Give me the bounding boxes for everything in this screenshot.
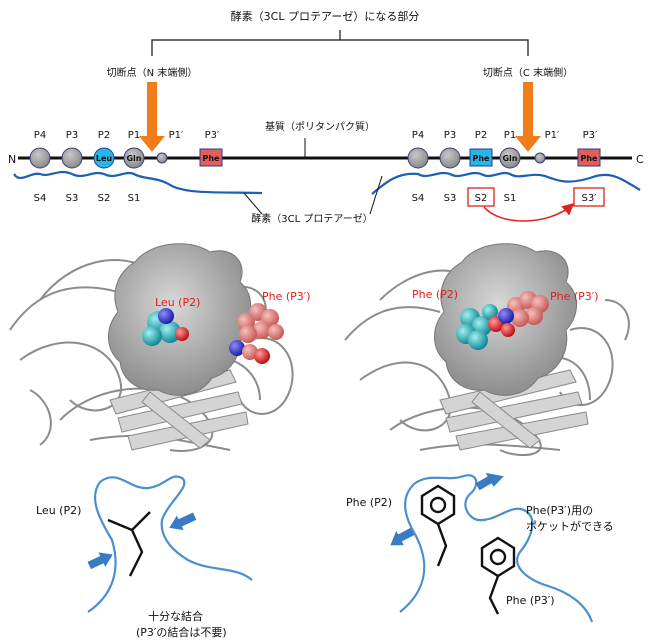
residue-phe-label: Phe	[203, 154, 221, 163]
cut-arrow-n-icon	[139, 82, 165, 152]
top-schematic: 酵素（3CL プロテアーゼ）になる部分 切断点（N 末端側） 切断点（C 末端側…	[8, 9, 644, 225]
sch-left-leu-label: Leu (P2)	[36, 504, 81, 517]
residue-leu-label: Leu	[96, 154, 113, 163]
mol-left-p2-label: Leu (P2)	[155, 296, 200, 309]
s2-label: S2	[98, 193, 111, 204]
sch-right-note-1: Phe(P3′)用の	[526, 504, 593, 517]
residue-p4-r	[407, 147, 429, 169]
residue-gln-label: Gln	[126, 154, 141, 163]
sch-right-phe2-label: Phe (P2)	[346, 496, 392, 509]
residue-p2-phe-r	[469, 148, 493, 167]
residue-p1prime	[156, 152, 168, 164]
left-residues: Leu Gln Phe	[29, 147, 223, 169]
sch-left-caption-2: (P3′の結合は不要)	[136, 625, 227, 639]
enzyme-pointer-left	[243, 192, 263, 215]
ribbon-left	[9, 259, 294, 452]
s1-label: S1	[128, 193, 141, 204]
phe-p3-spheres-right	[498, 291, 549, 337]
p1prime-label-r: P1′	[545, 130, 560, 141]
p1-label: P1	[128, 130, 140, 141]
cut-c-label: 切断点（C 末端側）	[483, 66, 573, 79]
n-terminus-label: N	[8, 153, 16, 166]
left-enzyme-chain	[13, 170, 263, 195]
residue-p3prime-phe-r	[577, 148, 601, 167]
residue-p2-leu	[93, 147, 115, 169]
left-s-labels: S4 S3 S2 S1	[34, 193, 141, 204]
left-p-labels: P4 P3 P2 P1 P1′ P3′	[34, 130, 220, 141]
p2-label-r: P2	[475, 130, 487, 141]
right-s-labels: S4 S3 S2 S1 S3′	[412, 187, 605, 207]
p4-label-r: P4	[412, 130, 424, 141]
pocket-line-right	[399, 474, 594, 623]
substrate-label: 基質（ポリタンパク質）	[265, 120, 375, 133]
residue-phe-label-p3-r: Phe	[581, 154, 599, 163]
s2-box-r	[467, 187, 495, 207]
cut-n-label: 切断点（N 末端側）	[107, 66, 198, 79]
enzyme-bracket	[151, 30, 529, 56]
residue-p4	[29, 147, 51, 169]
s4-label-r: S4	[412, 193, 425, 204]
residue-p1prime-r	[534, 152, 546, 164]
block-arrow-left-icon	[87, 552, 113, 570]
block-arrow-downleft-icon	[390, 527, 415, 546]
residue-gln-label-r: Gln	[502, 154, 517, 163]
p4-label: P4	[34, 130, 46, 141]
mol-right-p2-label: Phe (P2)	[412, 288, 458, 301]
s3prime-label-r: S3′	[582, 193, 598, 204]
enzyme-label: 酵素（3CL プロテアーゼ）	[251, 212, 373, 225]
sch-right-note-2: ポケットができる	[526, 519, 614, 533]
s2-to-s3prime-arrow	[483, 203, 575, 222]
p3prime-label-r: P3′	[583, 130, 598, 141]
phe-p3-benzene	[480, 536, 516, 615]
residue-p1-gln	[123, 147, 145, 169]
p3-label: P3	[66, 130, 78, 141]
phe-p2-spheres-right	[456, 304, 504, 350]
schematic-left: Leu (P2) 十分な結合 (P3′の結合は不要)	[36, 475, 253, 639]
s2-label-r: S2	[475, 193, 488, 204]
sch-left-caption-1: 十分な結合	[148, 609, 203, 623]
residue-p3prime-phe	[199, 148, 223, 167]
structure-left: Leu (P2) Phe (P3′)	[9, 243, 311, 452]
pocket-line-left	[87, 475, 253, 613]
s3-label-r: S3	[444, 193, 457, 204]
top-title: 酵素（3CL プロテアーゼ）になる部分	[231, 9, 420, 23]
phe-spheres-left	[229, 303, 284, 364]
s1-label-r: S1	[504, 193, 517, 204]
p2-label: P2	[98, 130, 110, 141]
s3prime-box-r	[573, 187, 605, 207]
c-terminus-label: C	[636, 153, 644, 166]
cut-arrow-c-icon	[515, 82, 541, 152]
p3prime-label: P3′	[205, 130, 220, 141]
structure-right: Phe (P2) Phe (P3′)	[344, 243, 630, 456]
block-arrow-upright-icon	[475, 472, 504, 491]
block-arrow-right-icon	[169, 512, 197, 531]
residue-p1-gln-r	[499, 147, 521, 169]
sch-right-phe3-label: Phe (P3′)	[506, 594, 555, 607]
leu-skeleton	[107, 511, 151, 577]
s4-label: S4	[34, 193, 47, 204]
residue-p3	[61, 147, 83, 169]
right-residues: Phe Gln Phe	[407, 147, 601, 169]
schematic-right: Phe (P2) Phe (P3′) Phe(P3′)用の ポケットができる	[346, 472, 614, 623]
p1prime-label: P1′	[169, 130, 184, 141]
s3-label: S3	[66, 193, 79, 204]
residue-phe-label-p2: Phe	[473, 154, 491, 163]
mol-left-p3-label: Phe (P3′)	[262, 290, 311, 303]
right-p-labels: P4 P3 P2 P1 P1′ P3′	[412, 130, 598, 141]
enzyme-pointer-right	[369, 175, 383, 215]
p1-label-r: P1	[504, 130, 516, 141]
mol-right-p3-label: Phe (P3′)	[550, 290, 599, 303]
surface-left	[108, 243, 251, 396]
leu-spheres-left	[142, 308, 189, 346]
residue-p3-r	[439, 147, 461, 169]
phe-p2-benzene	[420, 484, 456, 567]
p3-label-r: P3	[444, 130, 456, 141]
right-enzyme-chain	[371, 171, 641, 195]
